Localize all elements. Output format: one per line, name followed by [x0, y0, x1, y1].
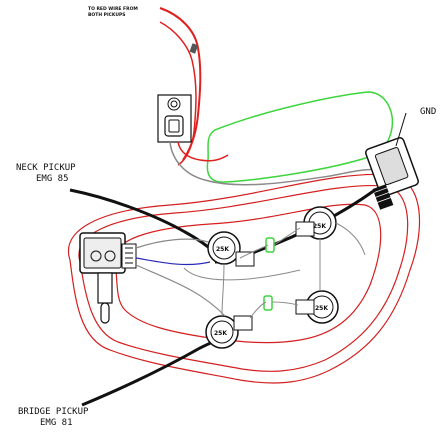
internal-wiring: [135, 222, 366, 319]
red-wire-note-line1: TO RED WIRE FROM: [88, 6, 138, 12]
neck-pickup-label-line2: EMG 85: [36, 174, 69, 184]
pot-neck-tone-value: 25K: [313, 223, 326, 230]
jack-ring-outer: [167, 97, 181, 111]
pickup-cover-outline: [206, 91, 394, 183]
battery-clip: [164, 115, 184, 137]
output-jack: [365, 137, 419, 210]
cavity-outline-mid: [78, 184, 409, 372]
pot-bridge-tone-value: 25K: [315, 305, 328, 312]
bridge-pickup-label-line1: BRIDGE PICKUP: [18, 407, 89, 417]
red-wire-battery: [177, 141, 229, 162]
switch-shaft: [97, 272, 113, 304]
pot-neck-volume: 25K: [207, 231, 255, 267]
pickup-selector-switch: [79, 232, 137, 324]
red-wire-2: [159, 21, 197, 166]
cavity-outline-inner: [114, 203, 382, 344]
cavity-outlines: [67, 173, 421, 384]
jack-ring-inner: [170, 100, 178, 108]
cavity-outline-outer: [67, 173, 421, 384]
pot-neck-volume-value: 25K: [216, 246, 229, 253]
pot-bridge-volume: 25K: [205, 315, 253, 349]
gnd-label: GND: [420, 107, 436, 117]
wire-splice-sleeve: [189, 43, 199, 54]
neck-pickup-label-line1: NECK PICKUP: [16, 163, 76, 173]
gray-wire-jack: [169, 141, 379, 186]
battery-jack-box: [157, 94, 192, 143]
pot-bridge-tone: 25K: [295, 290, 339, 324]
gnd-leader: [395, 112, 407, 147]
pot-neck-tone: 25K: [295, 206, 337, 240]
switch-tip: [100, 302, 110, 324]
red-wire-note-line2: BOTH PICKUPS: [88, 12, 126, 18]
bridge-pickup-label-line2: EMG 81: [40, 418, 73, 428]
bridge-pickup-cable: [81, 333, 231, 407]
pot-bridge-volume-value: 25K: [214, 330, 227, 337]
